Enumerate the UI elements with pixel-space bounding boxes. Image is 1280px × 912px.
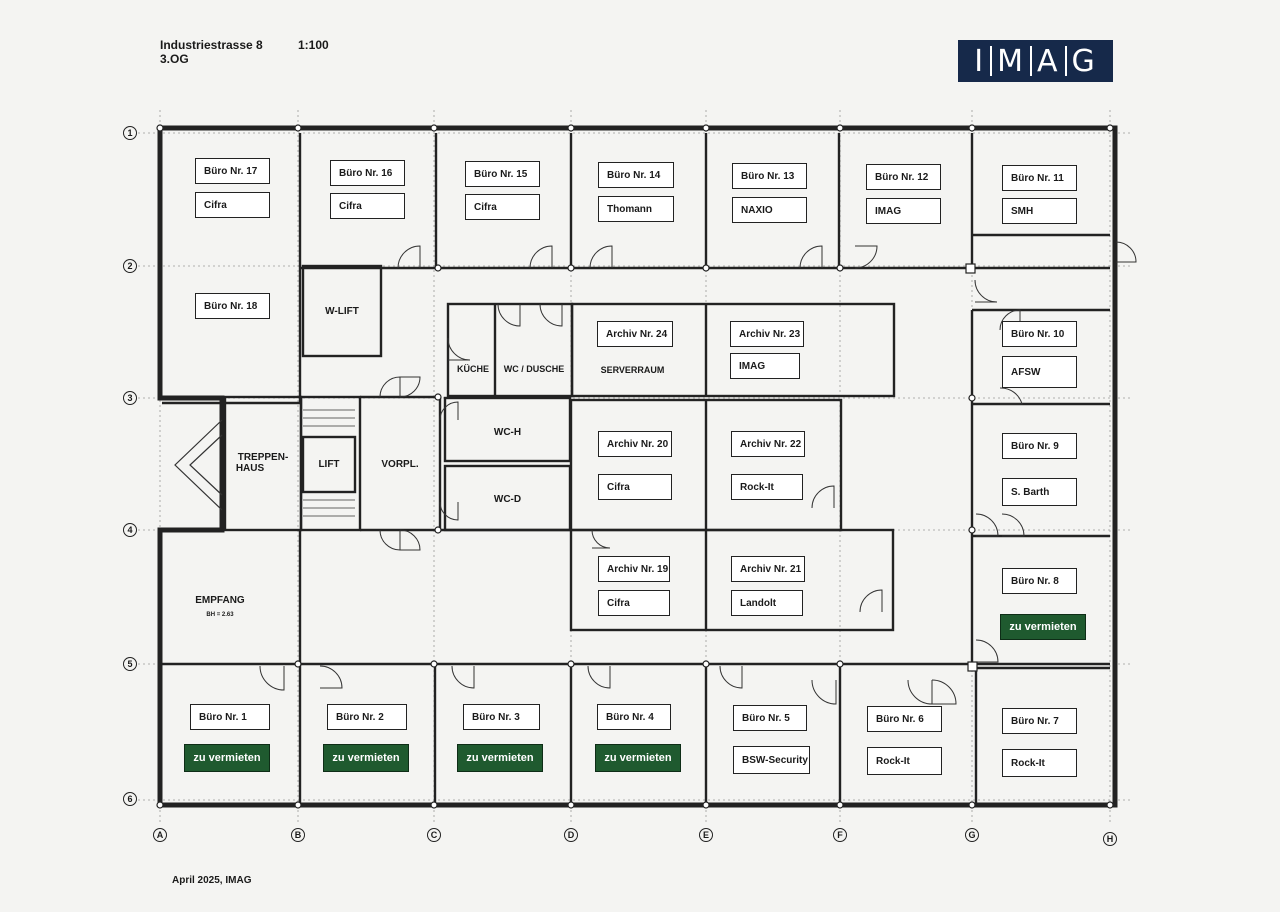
vacant-badge-buero-8: zu vermieten — [1000, 614, 1086, 640]
logo-letter: A — [1036, 43, 1060, 79]
tenant-archiv-21: Landolt — [731, 590, 803, 616]
axis-row-1: 1 — [123, 126, 137, 140]
vacant-badge-buero-2: zu vermieten — [323, 744, 409, 772]
room-name-archiv-20: Archiv Nr. 20 — [598, 431, 672, 457]
tenant-buero-9: S. Barth — [1002, 478, 1077, 506]
logo-letter: G — [1071, 43, 1097, 79]
room-name-buero-1: Büro Nr. 1 — [190, 704, 270, 730]
tenant-buero-6: Rock-It — [867, 747, 942, 775]
room-name-buero-6: Büro Nr. 6 — [867, 706, 942, 732]
axis-row-2: 2 — [123, 259, 137, 273]
tenant-buero-17: Cifra — [195, 192, 270, 218]
imag-logo: I M A G — [958, 40, 1113, 82]
room-name-buero-4: Büro Nr. 4 — [597, 704, 671, 730]
vacant-badge-buero-4: zu vermieten — [595, 744, 681, 772]
treppenhaus-label-2: HAUS — [235, 463, 265, 474]
w-lift-label: W-LIFT — [325, 306, 359, 317]
room-name-buero-8: Büro Nr. 8 — [1002, 568, 1077, 594]
wc-h-label: WC-H — [493, 427, 522, 438]
room-name-buero-11: Büro Nr. 11 — [1002, 165, 1077, 191]
room-name-buero-13: Büro Nr. 13 — [732, 163, 807, 189]
room-name-buero-15: Büro Nr. 15 — [465, 161, 540, 187]
wc-d-label: WC-D — [493, 494, 522, 505]
axis-col-e: E — [699, 828, 713, 842]
wc-dusche-label: WC / DUSCHE — [503, 364, 565, 374]
room-name-archiv-19: Archiv Nr. 19 — [598, 556, 670, 582]
scale-label: 1:100 — [298, 38, 329, 52]
tenant-buero-12: IMAG — [866, 198, 941, 224]
axis-row-5: 5 — [123, 657, 137, 671]
axis-row-4: 4 — [123, 523, 137, 537]
tenant-buero-16: Cifra — [330, 193, 405, 219]
vorplatz-label: VORPL. — [381, 459, 419, 470]
axis-col-a: A — [153, 828, 167, 842]
room-name-buero-5: Büro Nr. 5 — [733, 705, 807, 731]
tenant-archiv-23: IMAG — [730, 353, 800, 379]
room-name-buero-14: Büro Nr. 14 — [598, 162, 674, 188]
tenant-buero-5: BSW-Security — [733, 746, 810, 774]
room-name-buero-12: Büro Nr. 12 — [866, 164, 941, 190]
room-name-archiv-22: Archiv Nr. 22 — [731, 431, 805, 457]
treppenhaus-label-1: TREPPEN- — [237, 452, 289, 463]
room-name-archiv-24: Archiv Nr. 24 — [597, 321, 673, 347]
room-name-buero-18: Büro Nr. 18 — [195, 293, 270, 319]
vacant-badge-buero-1: zu vermieten — [184, 744, 270, 772]
room-name-buero-17: Büro Nr. 17 — [195, 158, 270, 184]
empfang-height-note: BH = 2.63 — [206, 612, 234, 618]
vacant-badge-buero-3: zu vermieten — [457, 744, 543, 772]
tenant-archiv-22: Rock-It — [731, 474, 803, 500]
tenant-buero-15: Cifra — [465, 194, 540, 220]
empfang-label: EMPFANG — [195, 595, 245, 606]
room-name-buero-7: Büro Nr. 7 — [1002, 708, 1077, 734]
serverraum-label: SERVERRAUM — [600, 365, 665, 375]
lift-label: LIFT — [318, 459, 340, 470]
floor-label: 3.OG — [160, 52, 189, 66]
tenant-archiv-19: Cifra — [598, 590, 670, 616]
axis-row-6: 6 — [123, 792, 137, 806]
tenant-buero-10: AFSW — [1002, 356, 1077, 388]
tenant-buero-11: SMH — [1002, 198, 1077, 224]
address: Industriestrasse 8 — [160, 38, 263, 52]
tenant-buero-14: Thomann — [598, 196, 674, 222]
tenant-buero-7: Rock-It — [1002, 749, 1077, 777]
axis-col-b: B — [291, 828, 305, 842]
kueche-label: KÜCHE — [456, 364, 489, 374]
tenant-buero-13: NAXIO — [732, 197, 807, 223]
axis-col-d: D — [564, 828, 578, 842]
room-name-archiv-23: Archiv Nr. 23 — [730, 321, 804, 347]
axis-col-f: F — [833, 828, 847, 842]
room-name-buero-10: Büro Nr. 10 — [1002, 321, 1077, 347]
axis-col-c: C — [427, 828, 441, 842]
room-name-buero-16: Büro Nr. 16 — [330, 160, 405, 186]
room-name-archiv-21: Archiv Nr. 21 — [731, 556, 805, 582]
axis-col-h: H — [1103, 832, 1117, 846]
axis-row-3: 3 — [123, 391, 137, 405]
tenant-archiv-20: Cifra — [598, 474, 672, 500]
axis-col-g: G — [965, 828, 979, 842]
room-name-buero-2: Büro Nr. 2 — [327, 704, 407, 730]
room-name-buero-3: Büro Nr. 3 — [463, 704, 540, 730]
logo-letter: M — [997, 43, 1025, 79]
room-name-buero-9: Büro Nr. 9 — [1002, 433, 1077, 459]
logo-letter: I — [974, 43, 986, 79]
footer-date: April 2025, IMAG — [172, 875, 252, 886]
